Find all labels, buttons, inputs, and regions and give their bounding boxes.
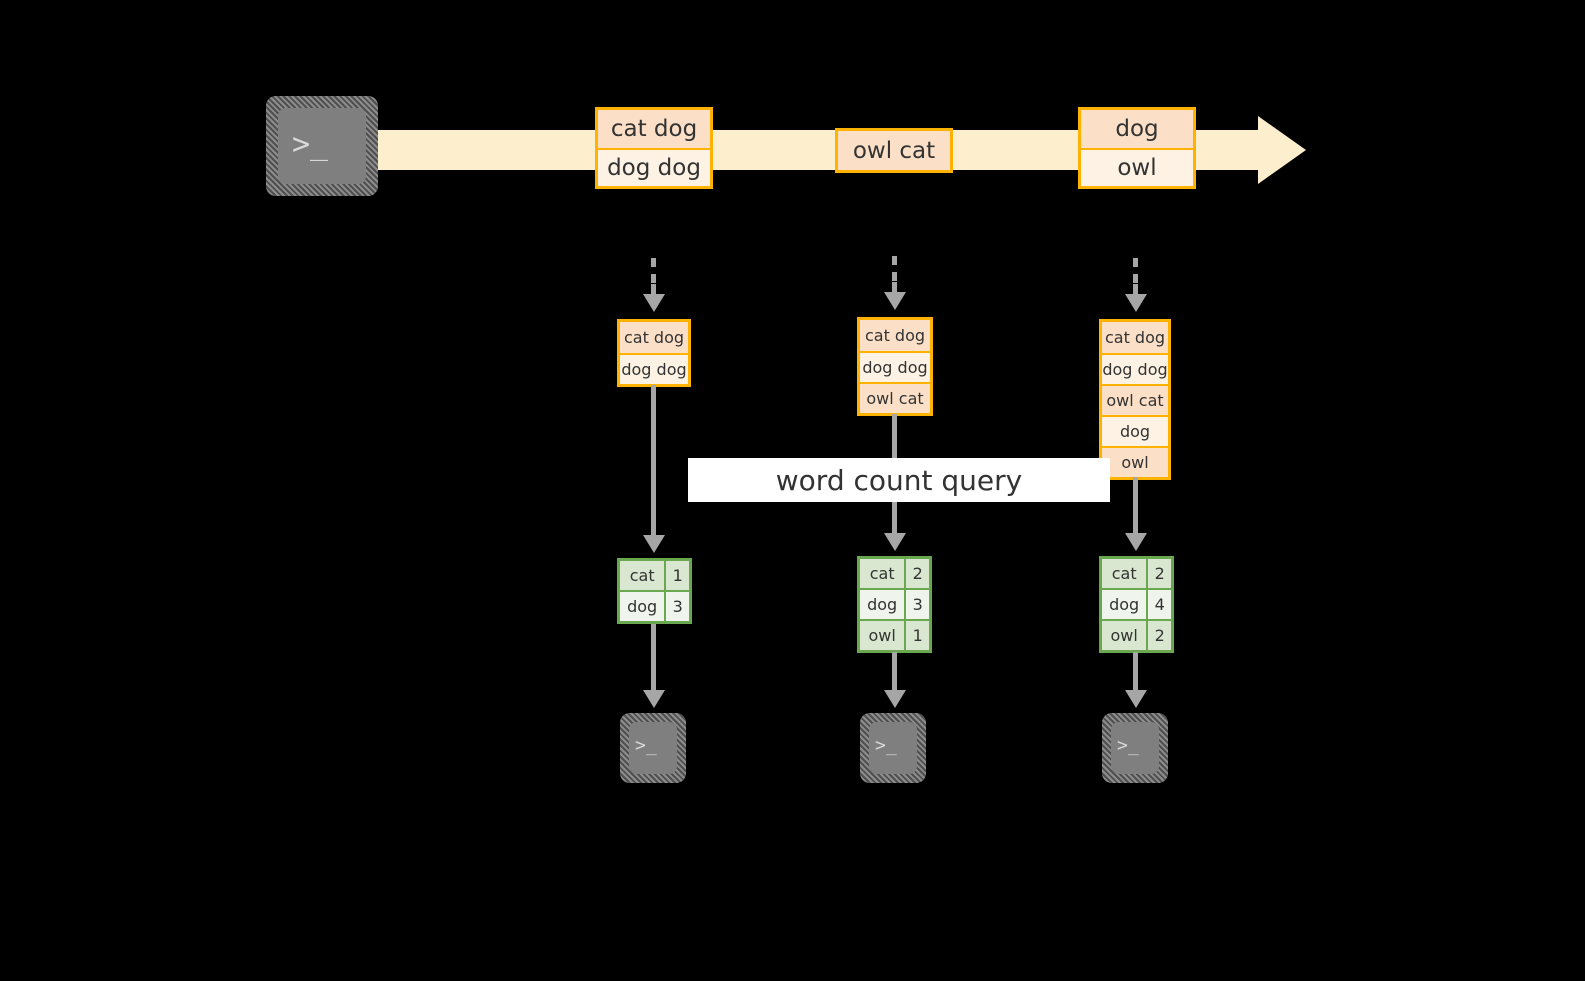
snapshot-1-result-table[interactable]: cat 1 dog 3: [617, 558, 692, 624]
snapshot-2-connector-arrowhead: [884, 292, 906, 310]
snapshot-2-dashed-connector: [892, 256, 897, 290]
snapshot-1-connector-arrowhead: [643, 294, 665, 312]
snapshot-1-input-box[interactable]: cat dog dog dog: [617, 319, 691, 387]
timeline-event-cell: owl cat: [838, 131, 950, 170]
snapshot-input-cell: dog: [1102, 415, 1168, 446]
result-key: dog: [860, 590, 905, 619]
snapshot-2-query-arrowhead: [884, 533, 906, 551]
snapshot-2-sink-terminal-icon[interactable]: >_: [860, 713, 926, 783]
stream-band-arrowhead: [1258, 116, 1306, 184]
terminal-inner: [1111, 722, 1159, 774]
snapshot-2-connector-stem: [892, 282, 897, 298]
result-value: 4: [1146, 590, 1171, 619]
table-row: cat 2: [1102, 559, 1171, 588]
table-row: dog 4: [1102, 588, 1171, 619]
table-row: owl 2: [1102, 619, 1171, 650]
timeline-event-cell: dog dog: [598, 148, 710, 186]
snapshot-input-cell: cat dog: [1102, 322, 1168, 353]
query-label: word count query: [688, 458, 1110, 502]
query-label-text: word count query: [775, 463, 1023, 497]
result-key: dog: [1102, 590, 1147, 619]
snapshot-input-cell: cat dog: [860, 320, 930, 351]
source-terminal-icon[interactable]: >_: [266, 96, 378, 196]
timeline-event-group-1[interactable]: cat dog dog dog: [595, 107, 713, 189]
timeline-event-group-3[interactable]: dog owl: [1078, 107, 1196, 189]
snapshot-3-sink-arrowhead: [1125, 690, 1147, 708]
snapshot-1-query-line: [651, 385, 656, 543]
snapshot-3-query-line: [1133, 477, 1138, 541]
result-key: cat: [860, 559, 905, 588]
snapshot-input-cell: dog dog: [860, 351, 930, 382]
terminal-prompt-glyph: >_: [292, 127, 329, 162]
result-value: 2: [1146, 559, 1171, 588]
table-row: cat 2: [860, 559, 929, 588]
terminal-inner: [869, 722, 917, 774]
terminal-prompt-glyph: >_: [635, 735, 657, 756]
snapshot-2-sink-arrowhead: [884, 690, 906, 708]
result-key: dog: [620, 592, 665, 621]
snapshot-2-input-box[interactable]: cat dog dog dog owl cat: [857, 317, 933, 416]
timeline-event-group-2[interactable]: owl cat: [835, 128, 953, 173]
snapshot-input-cell: cat dog: [620, 322, 688, 353]
snapshot-3-connector-stem: [1133, 284, 1138, 300]
snapshot-1-sink-terminal-icon[interactable]: >_: [620, 713, 686, 783]
snapshot-3-query-arrowhead: [1125, 533, 1147, 551]
result-value: 1: [664, 561, 689, 590]
snapshot-3-sink-line: [1133, 652, 1138, 696]
snapshot-3-connector-arrowhead: [1125, 294, 1147, 312]
table-row: dog 3: [860, 588, 929, 619]
snapshot-3-sink-terminal-icon[interactable]: >_: [1102, 713, 1168, 783]
snapshot-1-dashed-connector: [651, 258, 656, 292]
snapshot-1-sink-arrowhead: [643, 690, 665, 708]
result-value: 3: [664, 592, 689, 621]
result-value: 2: [1146, 621, 1171, 650]
terminal-inner: [278, 108, 366, 184]
terminal-prompt-glyph: >_: [875, 735, 897, 756]
result-key: cat: [620, 561, 665, 590]
timeline-event-cell: dog: [1081, 110, 1193, 148]
snapshot-1-sink-line: [651, 624, 656, 696]
result-key: owl: [860, 621, 905, 650]
result-key: cat: [1102, 559, 1147, 588]
snapshot-2-sink-line: [892, 652, 897, 696]
snapshot-2-result-table[interactable]: cat 2 dog 3 owl 1: [857, 556, 932, 653]
snapshot-input-cell: owl cat: [860, 382, 930, 413]
snapshot-3-result-table[interactable]: cat 2 dog 4 owl 2: [1099, 556, 1174, 653]
snapshot-input-cell: dog dog: [1102, 353, 1168, 384]
terminal-prompt-glyph: >_: [1117, 735, 1139, 756]
table-row: dog 3: [620, 590, 689, 621]
timeline-event-cell: owl: [1081, 148, 1193, 186]
snapshot-3-dashed-connector: [1133, 258, 1138, 292]
terminal-inner: [629, 722, 677, 774]
snapshot-3-input-box[interactable]: cat dog dog dog owl cat dog owl: [1099, 319, 1171, 480]
result-key: owl: [1102, 621, 1147, 650]
snapshot-input-cell: owl cat: [1102, 384, 1168, 415]
result-value: 3: [904, 590, 929, 619]
snapshot-input-cell: owl: [1102, 446, 1168, 477]
timeline-event-cell: cat dog: [598, 110, 710, 148]
snapshot-input-cell: dog dog: [620, 353, 688, 384]
result-value: 2: [904, 559, 929, 588]
result-value: 1: [904, 621, 929, 650]
snapshot-1-connector-stem: [651, 284, 656, 300]
snapshot-1-query-arrowhead: [643, 535, 665, 553]
table-row: cat 1: [620, 561, 689, 590]
table-row: owl 1: [860, 619, 929, 650]
